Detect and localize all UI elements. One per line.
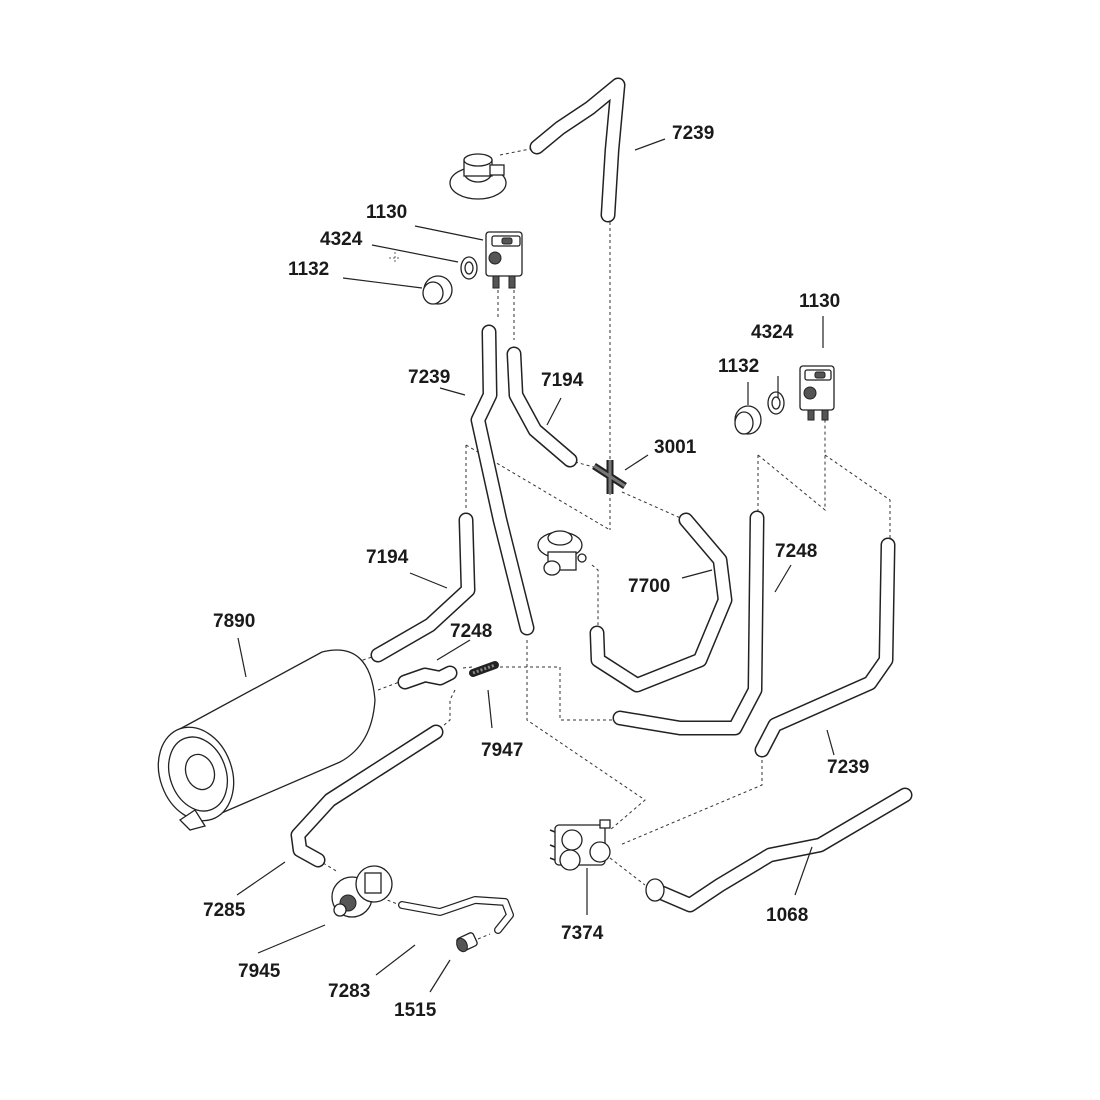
label-1130-right: 1130: [799, 291, 840, 312]
leader-lines: [236, 138, 835, 993]
label-7700: 7700: [628, 576, 670, 597]
hose-7248-right[interactable]: [612, 510, 765, 736]
filter-1515[interactable]: [455, 932, 479, 954]
valve-center[interactable]: [537, 530, 587, 576]
regulator-top[interactable]: [449, 153, 507, 200]
washer-4324-left[interactable]: [460, 256, 478, 280]
label-7285: 7285: [203, 900, 246, 921]
label-4324-right: 4324: [751, 322, 794, 343]
label-4324-left: 4324: [320, 229, 363, 250]
hose-7239-top[interactable]: [529, 77, 626, 223]
pump-7945[interactable]: [331, 865, 393, 918]
solenoid-block-7374[interactable]: [549, 819, 611, 871]
hose-7194-lower[interactable]: [370, 512, 476, 663]
canister-7890[interactable]: [146, 649, 376, 831]
label-1130-left: 1130: [366, 202, 407, 223]
bracket-1130-left[interactable]: [485, 231, 523, 289]
label-7283: 7283: [328, 981, 370, 1002]
label-3001: 3001: [654, 437, 697, 458]
part-labels: 7239 1130 4324 1132 1130 4324 1132 7239 …: [203, 123, 869, 1021]
label-7248-small: 7248: [450, 621, 492, 642]
label-1132-left: 1132: [288, 259, 329, 280]
label-7248-right: 7248: [775, 541, 817, 562]
label-7239-top: 7239: [672, 123, 714, 144]
label-1068: 1068: [766, 905, 808, 926]
cursor-crosshair-icon: [389, 252, 401, 264]
label-7947: 7947: [481, 740, 523, 761]
cross-connector-3001[interactable]: [592, 460, 627, 494]
label-1132-right: 1132: [718, 356, 759, 377]
label-7374: 7374: [561, 923, 604, 944]
label-7890: 7890: [213, 611, 255, 632]
hose-7239-mid[interactable]: [470, 324, 535, 636]
label-7239-lower: 7239: [827, 757, 869, 778]
check-valve-7947[interactable]: [469, 661, 499, 677]
hose-7285[interactable]: [290, 724, 444, 868]
label-7194-upper: 7194: [541, 370, 584, 391]
cap-1132-left[interactable]: [422, 275, 453, 305]
pipe-1068[interactable]: [645, 787, 913, 913]
label-1515: 1515: [394, 1000, 437, 1021]
washer-4324-right[interactable]: [767, 391, 785, 415]
hose-7194-upper[interactable]: [506, 346, 578, 468]
label-7239-mid: 7239: [408, 367, 450, 388]
cap-1132-right[interactable]: [734, 405, 762, 435]
bracket-1130-right[interactable]: [799, 365, 835, 421]
hose-7248-small[interactable]: [397, 665, 458, 690]
hose-7700[interactable]: [589, 512, 733, 693]
hose-7239-lower[interactable]: [754, 537, 896, 758]
hose-7283[interactable]: [398, 896, 514, 934]
label-7194-lower: 7194: [366, 547, 409, 568]
label-7945: 7945: [238, 961, 281, 982]
